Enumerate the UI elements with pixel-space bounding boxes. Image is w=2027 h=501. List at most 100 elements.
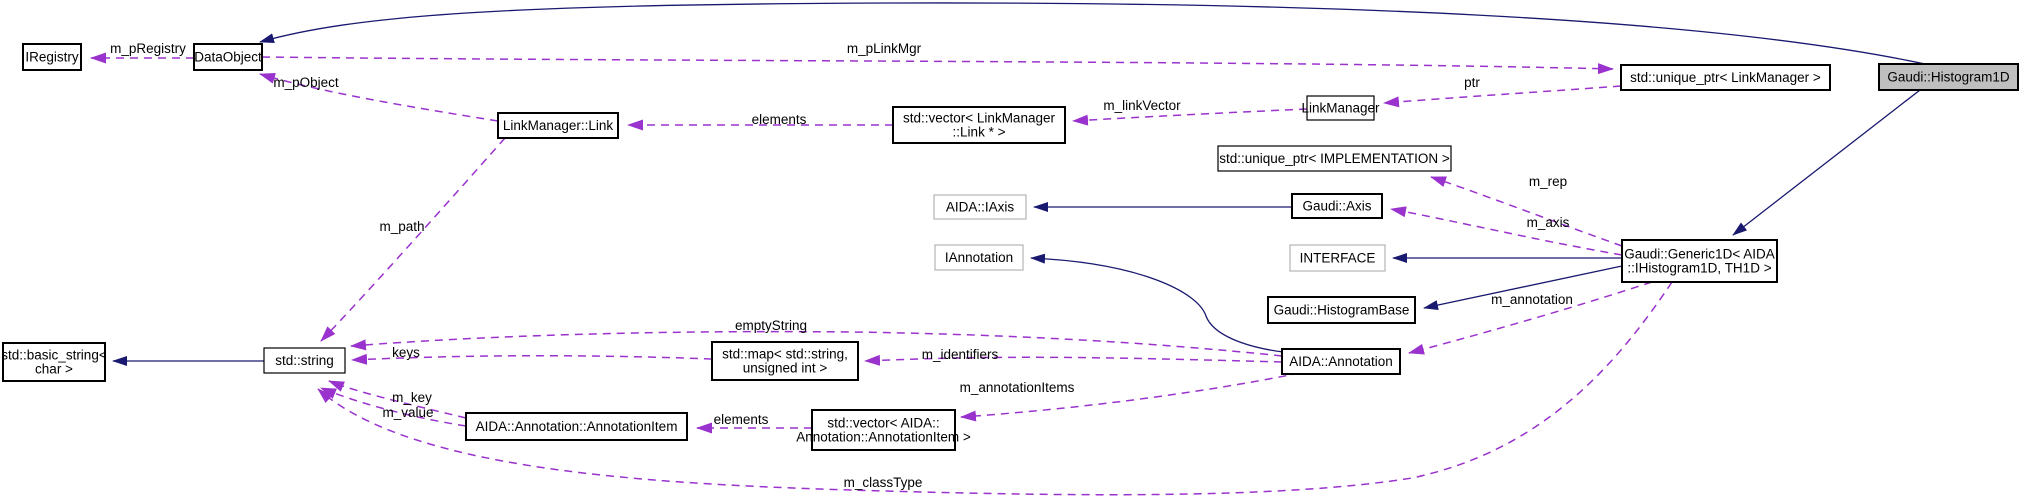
edge-usage-item-string-value (320, 387, 467, 427)
edge-label-keys: keys (392, 345, 420, 360)
edge-inherit-histogram1d-dataobject (259, 2, 1926, 65)
edge-inherit-generic1d-histogrambase (1423, 265, 1623, 310)
class-node-box-gaudi-histogrambase[interactable] (1267, 296, 1416, 324)
class-node-box-linkmanager-link[interactable] (497, 112, 619, 139)
class-node-iannotation[interactable]: IAnnotation (934, 244, 1024, 271)
class-node-std-vector-linkmanager-link[interactable]: std::vector< LinkManager::Link * > (892, 106, 1066, 144)
class-node-box-std-basic-string-char[interactable] (2, 342, 106, 382)
class-node-label-aida-iaxis: AIDA::IAxis (946, 200, 1015, 215)
class-node-box-linkmanager[interactable] (1306, 95, 1375, 121)
edge-label-m_identifiers: m_identifiers (922, 347, 999, 362)
class-node-box-dataobject[interactable] (193, 43, 263, 71)
edge-label-elements: elements (752, 112, 807, 127)
class-node-label-std-vector-annotationitem-line1: std::vector< AIDA:: (827, 416, 939, 431)
edge-usage-generic1d-string-classtype (317, 281, 1673, 496)
class-node-label-std-unique-ptr-implementation: std::unique_ptr< IMPLEMENTATION > (1219, 151, 1450, 166)
class-node-linkmanager[interactable]: LinkManager (1301, 95, 1380, 121)
class-node-std-unique-ptr-implementation[interactable]: std::unique_ptr< IMPLEMENTATION > (1217, 145, 1452, 172)
class-node-label-aida-annotation: AIDA::Annotation (1289, 354, 1393, 369)
class-node-box-aida-iaxis[interactable] (933, 194, 1027, 220)
edge-label-m_path: m_path (379, 219, 424, 234)
edge-usage-generic1d-uniqueptrimpl (1430, 176, 1623, 247)
class-node-label-iregistry: IRegistry (25, 50, 79, 65)
edge-label-m_annotationItems: m_annotationItems (960, 380, 1075, 395)
class-node-label-gaudi-histogram1d: Gaudi::Histogram1D (1887, 70, 2010, 85)
edge-label-m_rep: m_rep (1529, 174, 1567, 189)
class-node-interface[interactable]: INTERFACE (1289, 244, 1386, 272)
class-node-aida-annotation-annotationitem[interactable]: AIDA::Annotation::AnnotationItem (465, 412, 688, 441)
class-node-box-std-unique-ptr-linkmanager[interactable] (1620, 64, 1831, 91)
class-node-label-aida-annotation-annotationitem: AIDA::Annotation::AnnotationItem (476, 419, 678, 434)
edge-inherit-histogram1d-generic1d (1732, 89, 1921, 236)
edge-usage-annotation-string-empty (350, 330, 1283, 357)
class-node-box-aida-annotation-annotationitem[interactable] (465, 412, 688, 441)
class-node-label-gaudi-histogrambase: Gaudi::HistogramBase (1274, 303, 1410, 318)
class-node-label-std-basic-string-char-line2: char > (35, 362, 73, 377)
class-node-gaudi-histogrambase[interactable]: Gaudi::HistogramBase (1267, 296, 1416, 324)
class-node-gaudi-histogram1d[interactable]: Gaudi::Histogram1D (1878, 63, 2019, 91)
class-node-label-std-unique-ptr-linkmanager: std::unique_ptr< LinkManager > (1630, 70, 1821, 85)
class-node-box-std-vector-linkmanager-link[interactable] (892, 106, 1066, 144)
edge-label-m_pObject: m_pObject (273, 75, 339, 90)
edge-usage-item-string-key (328, 380, 467, 419)
class-node-std-basic-string-char[interactable]: std::basic_string<char > (1, 342, 107, 382)
class-node-box-interface[interactable] (1289, 244, 1386, 272)
edge-usage-link-dataobject (259, 73, 499, 122)
class-node-box-iregistry[interactable] (22, 43, 82, 71)
class-node-std-map-string-uint[interactable]: std::map< std::string,unsigned int > (711, 341, 859, 381)
class-node-label-std-vector-linkmanager-link-line2: ::Link * > (953, 125, 1006, 140)
class-node-iregistry[interactable]: IRegistry (22, 43, 82, 71)
edge-label-m_pRegistry: m_pRegistry (110, 41, 186, 56)
class-node-box-gaudi-axis[interactable] (1291, 193, 1383, 219)
class-node-box-gaudi-histogram1d[interactable] (1878, 63, 2019, 91)
class-node-box-aida-annotation[interactable] (1281, 348, 1401, 375)
class-node-label-dataobject: DataObject (194, 50, 262, 65)
class-node-box-std-unique-ptr-implementation[interactable] (1217, 145, 1452, 172)
edge-label-ptr: ptr (1464, 75, 1480, 90)
edge-usage-linkmanager-vectorlink (1072, 108, 1308, 126)
class-node-gaudi-generic1d[interactable]: Gaudi::Generic1D< AIDA::IHistogram1D, TH… (1621, 239, 1778, 283)
class-node-std-string[interactable]: std::string (263, 347, 346, 374)
edge-label-m_axis: m_axis (1527, 215, 1570, 230)
class-node-label-gaudi-generic1d-line2: ::IHistogram1D, TH1D > (1627, 261, 1771, 276)
edge-label-m_classType: m_classType (844, 475, 923, 490)
class-node-label-linkmanager-link: LinkManager::Link (503, 118, 614, 133)
edge-label-m_value: m_value (382, 405, 433, 420)
edge-label-m_key: m_key (392, 390, 432, 405)
edge-usage-dataobject-uniqueptrlinkmgr (261, 56, 1614, 75)
class-node-label-interface: INTERFACE (1300, 251, 1376, 266)
class-node-label-std-vector-linkmanager-link-line1: std::vector< LinkManager (903, 111, 1055, 126)
edge-usage-map-string-keys (351, 353, 713, 365)
edge-label-emptyString: emptyString (735, 318, 807, 333)
edge-inherit-annotation-iannotation (1030, 253, 1284, 353)
class-node-box-gaudi-generic1d[interactable] (1621, 239, 1778, 283)
edge-usage-annotation-vectoritem (960, 372, 1301, 422)
class-node-gaudi-axis[interactable]: Gaudi::Axis (1291, 193, 1383, 219)
class-node-dataobject[interactable]: DataObject (193, 43, 263, 71)
edge-usage-annotation-map (864, 354, 1283, 366)
edge-label-m_annotation: m_annotation (1491, 292, 1573, 307)
class-node-label-gaudi-axis: Gaudi::Axis (1302, 199, 1371, 214)
edge-label-m_pLinkMgr: m_pLinkMgr (847, 41, 922, 56)
class-node-std-unique-ptr-linkmanager[interactable]: std::unique_ptr< LinkManager > (1620, 64, 1831, 91)
edge-label-elements: elements (714, 412, 769, 427)
class-node-aida-annotation[interactable]: AIDA::Annotation (1281, 348, 1401, 375)
edge-usage-uniqueptr-linkmanager (1383, 85, 1622, 108)
class-node-label-std-map-string-uint-line2: unsigned int > (743, 361, 828, 376)
class-node-aida-iaxis[interactable]: AIDA::IAxis (933, 194, 1027, 220)
class-node-label-linkmanager: LinkManager (1301, 101, 1380, 116)
class-node-label-std-vector-annotationitem-line2: Annotation::AnnotationItem > (796, 430, 971, 445)
class-node-std-vector-annotationitem[interactable]: std::vector< AIDA::Annotation::Annotatio… (796, 409, 971, 451)
edge-usage-generic1d-annotation (1408, 281, 1653, 355)
class-node-label-std-string: std::string (275, 353, 334, 368)
class-node-box-iannotation[interactable] (934, 244, 1024, 271)
class-node-linkmanager-link[interactable]: LinkManager::Link (497, 112, 619, 139)
edge-usage-generic1d-axis (1390, 206, 1623, 256)
edge-label-m_linkVector: m_linkVector (1103, 98, 1181, 113)
class-node-label-gaudi-generic1d-line1: Gaudi::Generic1D< AIDA (1624, 247, 1774, 262)
class-node-box-std-string[interactable] (263, 347, 346, 374)
class-node-label-std-basic-string-char-line1: std::basic_string< (1, 348, 107, 363)
class-node-box-std-map-string-uint[interactable] (711, 341, 859, 381)
class-node-box-std-vector-annotationitem[interactable] (811, 409, 956, 451)
